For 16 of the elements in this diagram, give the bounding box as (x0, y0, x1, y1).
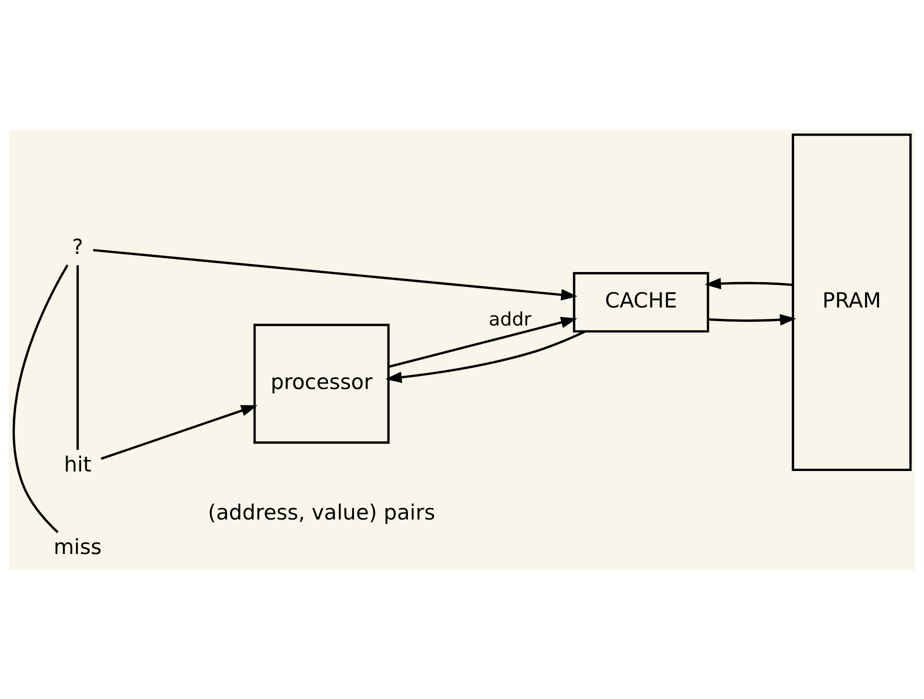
edge-label: addr (488, 308, 532, 330)
arrow (388, 316, 578, 368)
label: (address, value) pairs (208, 500, 436, 524)
connector (12, 264, 68, 533)
node-box: PRAM (792, 133, 912, 471)
arrow (704, 277, 793, 289)
arrow (708, 314, 796, 325)
node-text: miss (54, 534, 102, 559)
node-box: CACHE (572, 272, 710, 332)
node-box: processor (253, 323, 390, 444)
arrow (100, 404, 258, 460)
arrow (385, 330, 586, 382)
connector (76, 264, 79, 450)
node-text: hit (64, 452, 92, 476)
arrow (93, 248, 578, 300)
node-text: ? (72, 234, 84, 258)
